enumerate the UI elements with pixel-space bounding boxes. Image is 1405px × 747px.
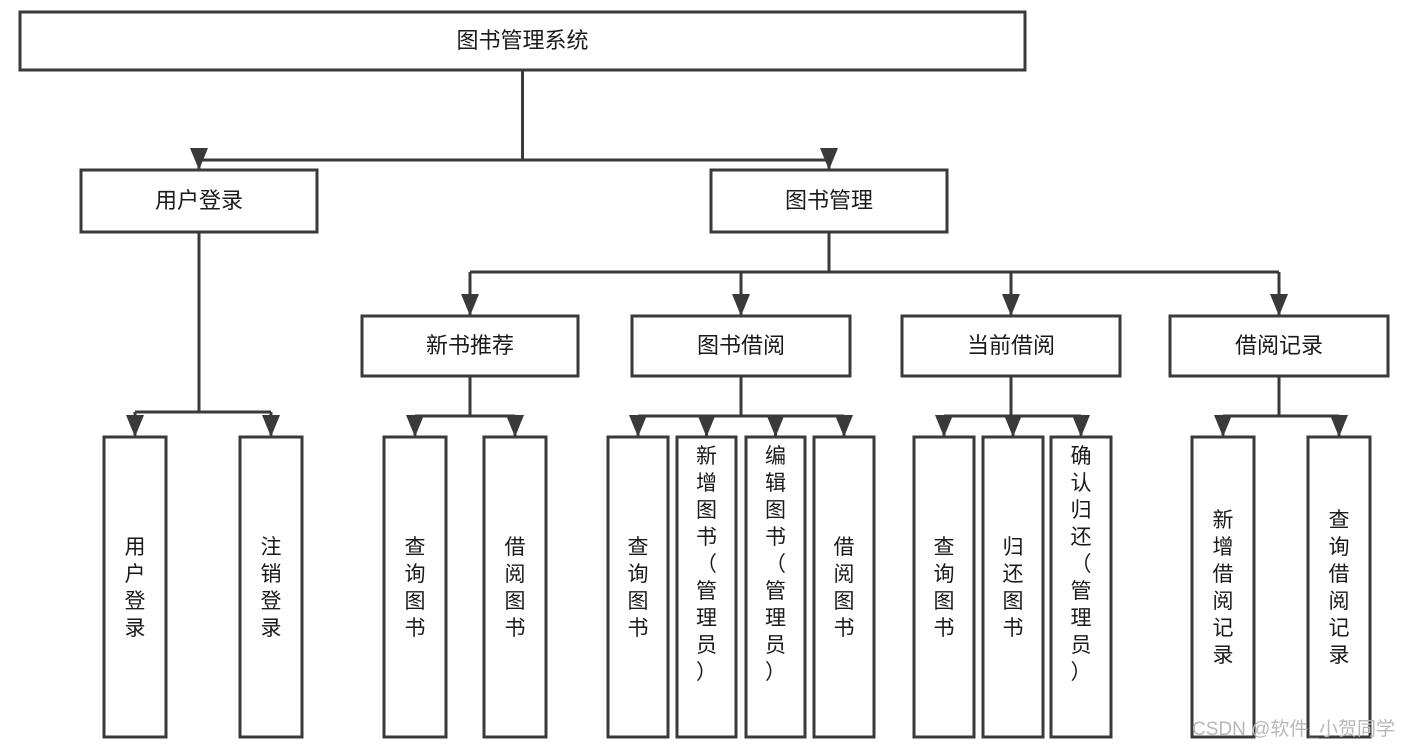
node-book-borrow-label: 图书借阅: [697, 333, 785, 358]
arrow-head-icon: [629, 415, 647, 437]
leaf-node-leaf-logout[interactable]: 注销登录: [238, 435, 304, 739]
arrow-head-icon: [1270, 294, 1288, 316]
arrow-head-icon: [262, 415, 280, 437]
node-user-login[interactable]: 用户登录: [79, 168, 319, 234]
node-new-book-recommend-box[interactable]: [360, 314, 580, 378]
node-borrow-record[interactable]: 借阅记录: [1168, 314, 1390, 378]
leaf-node-leaf-confirm-return-admin[interactable]: 确认归还（管理员）: [1049, 435, 1113, 739]
leaf-node-leaf-add-book-admin[interactable]: 新增图书（管理员）: [675, 435, 738, 739]
node-book-borrow[interactable]: 图书借阅: [630, 314, 852, 378]
leaf-node-leaf-edit-book-admin[interactable]: 编辑图书（管理员）: [744, 435, 807, 739]
node-borrow-record-box[interactable]: [1168, 314, 1390, 378]
leaf-node-leaf-query-book-recommend-box[interactable]: [382, 435, 448, 739]
arrow-head-icon: [1330, 415, 1348, 437]
node-book-management[interactable]: 图书管理: [709, 168, 949, 234]
node-new-book-recommend-label: 新书推荐: [426, 333, 514, 358]
leaf-node-leaf-return-book-label: 归还图书: [1003, 536, 1024, 640]
leaf-node-leaf-user-login-label: 用户登录: [125, 536, 146, 640]
arrow-head-icon: [1002, 294, 1020, 316]
node-current-borrow-box[interactable]: [900, 314, 1122, 378]
leaf-node-leaf-add-borrow-record[interactable]: 新增借阅记录: [1190, 435, 1256, 739]
leaf-node-leaf-confirm-return-admin-label: 确认归还（管理员）: [1071, 445, 1092, 684]
arrow-head-icon: [835, 415, 853, 437]
arrow-head-icon: [732, 294, 750, 316]
node-root-root-box[interactable]: [18, 10, 1027, 72]
arrow-head-icon: [506, 415, 524, 437]
leaf-node-leaf-confirm-return-admin-box[interactable]: [1049, 435, 1113, 739]
leaf-node-leaf-borrow-book-box[interactable]: [812, 435, 876, 739]
leaf-node-leaf-query-book-current[interactable]: 查询图书: [912, 435, 976, 739]
arrow-head-icon: [935, 415, 953, 437]
leaf-node-leaf-borrow-book-recommend-label: 借阅图书: [505, 536, 526, 640]
node-user-login-label: 用户登录: [155, 188, 243, 213]
arrow-head-icon: [820, 148, 838, 170]
leaf-node-leaf-query-book-current-box[interactable]: [912, 435, 976, 739]
arrow-head-icon: [697, 415, 716, 437]
leaf-node-leaf-logout-label: 注销登录: [261, 536, 282, 640]
leaf-node-leaf-borrow-book[interactable]: 借阅图书: [812, 435, 876, 739]
leaf-node-leaf-query-book-borrow[interactable]: 查询图书: [606, 435, 670, 739]
node-borrow-record-label: 借阅记录: [1235, 333, 1323, 358]
leaf-node-leaf-query-borrow-record-label: 查询借阅记录: [1329, 509, 1350, 667]
arrow-head-icon: [461, 294, 479, 316]
watermark-label: CSDN @软件_小贺同学: [1192, 718, 1395, 740]
leaf-node-leaf-query-borrow-record[interactable]: 查询借阅记录: [1306, 435, 1372, 739]
leaf-node-leaf-borrow-book-label: 借阅图书: [834, 536, 855, 640]
node-current-borrow-label: 当前借阅: [967, 333, 1055, 358]
leaf-node-leaf-logout-box[interactable]: [238, 435, 304, 739]
leaf-node-leaf-query-book-borrow-box[interactable]: [606, 435, 670, 739]
node-book-management-box[interactable]: [709, 168, 949, 234]
node-root-root[interactable]: 图书管理系统: [18, 10, 1027, 72]
arrow-head-icon: [126, 415, 144, 437]
node-boxes-group: 图书管理系统用户登录图书管理新书推荐图书借阅当前借阅借阅记录用户登录注销登录查询…: [18, 10, 1390, 739]
arrow-head-icon: [766, 415, 785, 437]
node-user-login-box[interactable]: [79, 168, 319, 234]
leaf-node-leaf-query-book-recommend[interactable]: 查询图书: [382, 435, 448, 739]
arrow-head-icon: [1072, 415, 1090, 437]
leaf-node-leaf-borrow-book-recommend-box[interactable]: [482, 435, 548, 739]
arrow-head-icon: [190, 148, 208, 170]
node-new-book-recommend[interactable]: 新书推荐: [360, 314, 580, 378]
leaf-node-leaf-query-borrow-record-box[interactable]: [1306, 435, 1372, 739]
leaf-node-leaf-add-book-admin-box[interactable]: [675, 435, 738, 739]
leaf-node-leaf-query-book-current-label: 查询图书: [934, 536, 955, 640]
node-book-borrow-box[interactable]: [630, 314, 852, 378]
leaf-node-leaf-edit-book-admin-label: 编辑图书（管理员）: [765, 445, 786, 684]
leaf-node-leaf-return-book[interactable]: 归还图书: [981, 435, 1045, 739]
leaf-node-leaf-query-book-borrow-label: 查询图书: [628, 536, 649, 640]
leaf-node-leaf-add-borrow-record-label: 新增借阅记录: [1213, 509, 1234, 667]
leaf-node-leaf-query-book-recommend-label: 查询图书: [405, 536, 426, 640]
node-root-root-label: 图书管理系统: [456, 28, 588, 53]
arrow-head-icon: [1004, 415, 1022, 437]
leaf-node-leaf-return-book-box[interactable]: [981, 435, 1045, 739]
arrow-head-icon: [406, 415, 424, 437]
connector-lines-group: [126, 70, 1348, 437]
arrow-head-icon: [1214, 415, 1232, 437]
leaf-node-leaf-add-borrow-record-box[interactable]: [1190, 435, 1256, 739]
node-current-borrow[interactable]: 当前借阅: [900, 314, 1122, 378]
node-book-management-label: 图书管理: [785, 188, 873, 213]
leaf-node-leaf-borrow-book-recommend[interactable]: 借阅图书: [482, 435, 548, 739]
leaf-node-leaf-user-login-box[interactable]: [102, 435, 168, 739]
leaf-node-leaf-add-book-admin-label: 新增图书（管理员）: [696, 445, 717, 684]
leaf-node-leaf-edit-book-admin-box[interactable]: [744, 435, 807, 739]
leaf-node-leaf-user-login[interactable]: 用户登录: [102, 435, 168, 739]
